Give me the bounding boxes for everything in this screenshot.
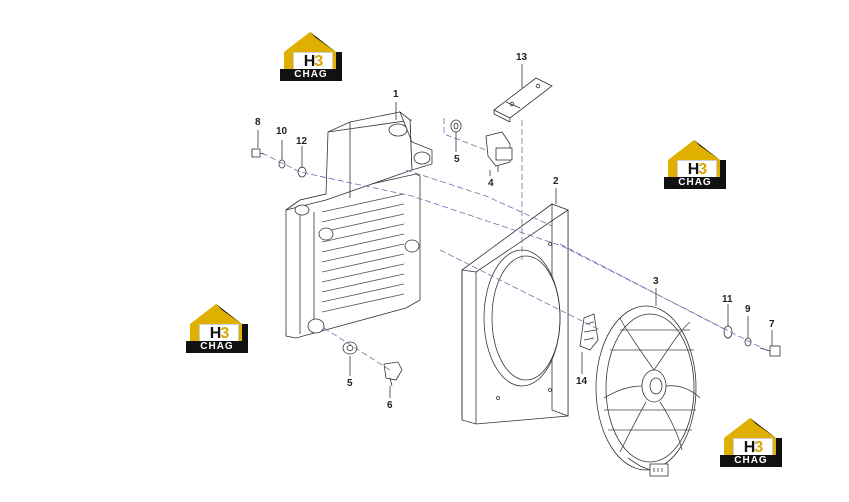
logo-letters: H3: [733, 438, 773, 457]
callout-4: 4: [488, 178, 494, 189]
hardware: [251, 119, 781, 387]
leader-lines: [257, 64, 773, 398]
brand-logo: H3 CHAG: [280, 32, 342, 82]
assembly-lines: [261, 118, 771, 371]
callout-13: 13: [516, 52, 528, 63]
callout-12: 12: [296, 136, 308, 147]
brand-logo: H3 CHAG: [720, 418, 782, 468]
callout-3: 3: [653, 276, 659, 287]
callout-6: 6: [387, 400, 393, 411]
callout-5-bottom: 5: [347, 378, 353, 389]
callout-10: 10: [276, 126, 288, 137]
logo-letters: H3: [293, 52, 333, 71]
oil-cooler-core: [285, 110, 433, 339]
callout-11: 11: [722, 294, 733, 305]
logo-brand-text: CHAG: [186, 341, 248, 353]
brand-logo: H3 CHAG: [664, 140, 726, 190]
foam-strip: [579, 313, 599, 351]
callout-9: 9: [745, 304, 751, 315]
temperature-switch: [485, 131, 513, 172]
logo-brand-text: CHAG: [664, 177, 726, 189]
brand-logo: H3 CHAG: [186, 304, 248, 354]
callout-7: 7: [769, 319, 775, 330]
fan-shroud: [461, 203, 569, 425]
callout-2: 2: [553, 176, 559, 187]
callout-14: 14: [576, 376, 588, 387]
bracket: [493, 77, 553, 123]
electric-fan: [595, 305, 701, 477]
callout-1: 1: [393, 89, 399, 100]
logo-brand-text: CHAG: [720, 455, 782, 467]
callout-8: 8: [255, 117, 261, 128]
callout-5-top: 5: [454, 154, 460, 165]
logo-brand-text: CHAG: [280, 69, 342, 81]
